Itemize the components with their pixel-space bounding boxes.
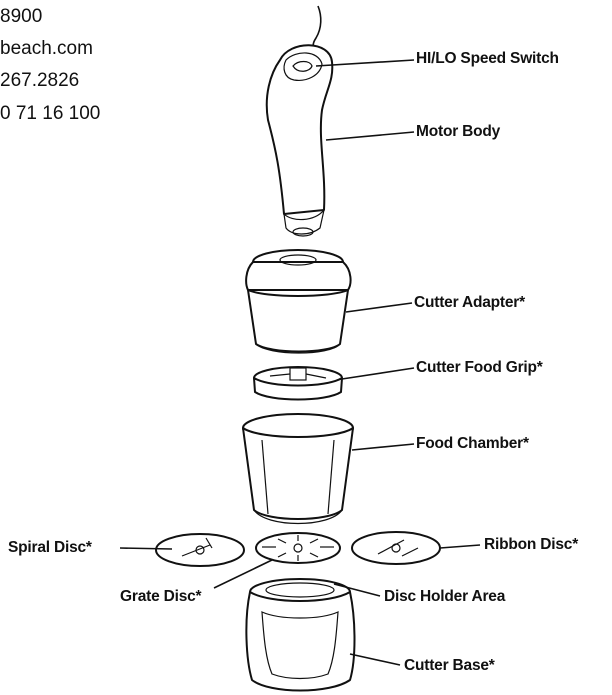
leader-cutter-adapter	[345, 302, 413, 313]
label-ribbon-disc: Ribbon Disc*	[484, 536, 579, 553]
label-spiral-disc: Spiral Disc*	[8, 539, 92, 556]
leader-speed-switch	[315, 59, 415, 67]
leader-food-chamber	[351, 443, 415, 451]
label-cutter-base: Cutter Base*	[404, 657, 495, 674]
contact-line-2: beach.com	[0, 38, 93, 59]
leader-spiral-disc	[119, 547, 173, 550]
cutter-food-grip-illustration	[253, 366, 343, 401]
food-chamber-illustration	[242, 413, 354, 524]
grate-disc-illustration	[255, 532, 341, 564]
label-grate-disc: Grate Disc*	[120, 588, 202, 605]
label-food-chamber: Food Chamber*	[416, 435, 529, 452]
leader-cutter-food-grip	[341, 367, 415, 380]
leader-ribbon-disc	[439, 544, 481, 549]
leader-disc-holder	[333, 583, 381, 597]
contact-line-4: 0 71 16 100	[0, 103, 101, 124]
ribbon-disc-illustration	[351, 531, 441, 565]
label-speed-switch: HI/LO Speed Switch	[416, 50, 559, 67]
label-cutter-adapter: Cutter Adapter*	[414, 294, 525, 311]
leader-cutter-base	[349, 653, 401, 666]
leader-motor-body	[325, 131, 415, 141]
cutter-base-illustration	[245, 578, 356, 692]
contact-line-3: 267.2826	[0, 70, 80, 91]
label-disc-holder-area: Disc Holder Area	[384, 588, 506, 605]
label-cutter-food-grip: Cutter Food Grip*	[416, 359, 543, 376]
leader-grate-disc	[213, 559, 273, 589]
motor-body-illustration	[265, 44, 334, 237]
contact-line-1: 8900	[0, 6, 43, 27]
label-motor-body: Motor Body	[416, 123, 501, 140]
spiral-disc-illustration	[155, 533, 245, 567]
cutter-adapter-illustration	[245, 249, 352, 354]
